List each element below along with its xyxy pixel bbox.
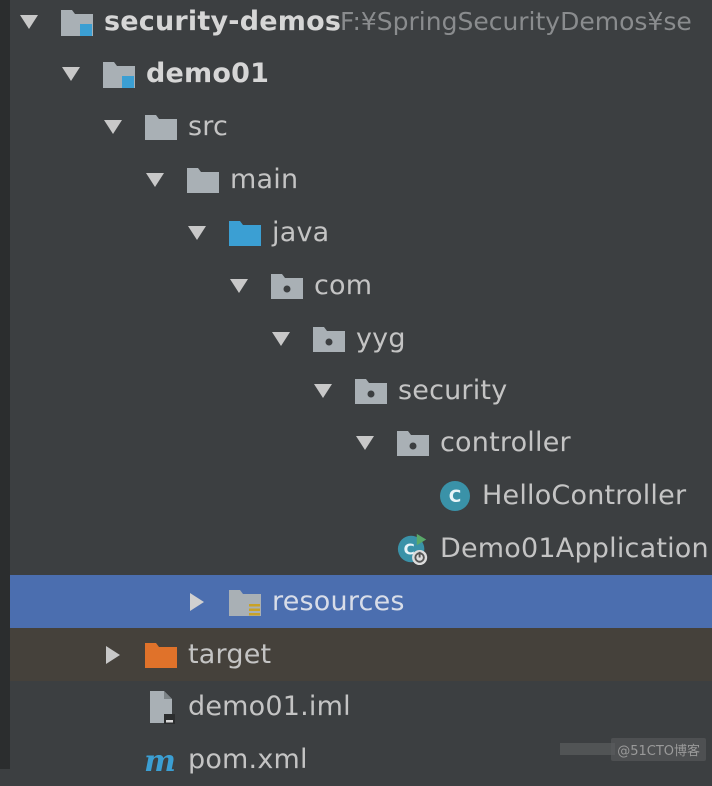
tree-row-yyg[interactable]: yyg	[0, 312, 712, 365]
watermark: @51CTO博客	[611, 738, 706, 761]
tree-label: HelloController	[482, 480, 687, 511]
expand-arrow-down-icon[interactable]	[312, 380, 334, 402]
tree-label: src	[188, 111, 229, 142]
project-path: F:¥SpringSecurityDemos¥se	[340, 7, 692, 36]
tree-row-security[interactable]: security	[0, 364, 712, 417]
expand-arrow-down-icon[interactable]	[144, 169, 166, 191]
maven-badge-letter: m	[144, 744, 176, 777]
folder-icon	[186, 163, 220, 197]
tree-label: pom.xml	[188, 744, 308, 775]
tree-label: security	[398, 375, 508, 406]
tree-row-demo01[interactable]: demo01	[0, 47, 712, 100]
maven-file-icon: m	[144, 743, 178, 777]
source-folder-icon	[228, 216, 262, 250]
tree-row-src[interactable]: src	[0, 100, 712, 153]
expand-arrow-down-icon[interactable]	[60, 63, 82, 85]
tree-label: com	[314, 270, 373, 301]
tree-row-security-demos[interactable]: security-demos F:¥SpringSecurityDemos¥se	[0, 0, 712, 48]
tree-label: Demo01Application	[440, 533, 709, 564]
expand-arrow-right-icon[interactable]	[186, 591, 208, 613]
module-folder-icon	[102, 57, 136, 91]
java-class-icon: C	[438, 479, 472, 513]
expand-arrow-down-icon[interactable]	[18, 11, 40, 33]
expand-arrow-down-icon[interactable]	[354, 432, 376, 454]
tree-row-demo01-iml[interactable]: demo01.iml	[0, 680, 712, 733]
left-edge	[0, 0, 10, 769]
tree-label: resources	[272, 586, 405, 617]
tree-row-demo01-application[interactable]: C Demo01Application	[0, 522, 712, 575]
class-badge-letter: C	[404, 540, 415, 558]
tree-label: security-demos	[104, 6, 342, 37]
package-icon	[354, 374, 388, 408]
tree-label: target	[188, 639, 272, 670]
class-badge-letter: C	[449, 487, 461, 507]
tree-row-main[interactable]: main	[0, 153, 712, 206]
expand-arrow-down-icon[interactable]	[102, 116, 124, 138]
expand-arrow-down-icon[interactable]	[270, 328, 292, 350]
package-icon	[270, 269, 304, 303]
tree-row-target[interactable]: target	[10, 628, 712, 681]
excluded-folder-icon	[144, 638, 178, 672]
tree-row-pom-xml[interactable]: m pom.xml	[0, 733, 712, 786]
tree-label: main	[230, 164, 299, 195]
spring-boot-application-icon: C	[396, 532, 430, 566]
tree-row-controller[interactable]: controller	[0, 416, 712, 469]
resources-folder-icon	[228, 585, 262, 619]
package-icon	[312, 322, 346, 356]
iml-file-icon	[144, 690, 178, 724]
tree-label: demo01.iml	[188, 691, 351, 722]
tree-label: java	[272, 217, 330, 248]
watermark-bar	[560, 743, 615, 755]
expand-arrow-down-icon[interactable]	[228, 275, 250, 297]
expand-arrow-down-icon[interactable]	[186, 222, 208, 244]
tree-row-resources[interactable]: resources	[10, 575, 712, 628]
tree-label: controller	[440, 427, 571, 458]
tree-row-hello-controller[interactable]: C HelloController	[0, 469, 712, 522]
expand-arrow-right-icon[interactable]	[102, 644, 124, 666]
tree-label: demo01	[146, 58, 270, 89]
tree-row-java[interactable]: java	[0, 206, 712, 259]
folder-icon	[144, 110, 178, 144]
tree-row-com[interactable]: com	[0, 259, 712, 312]
tree-label: yyg	[356, 323, 406, 354]
package-icon	[396, 426, 430, 460]
module-folder-icon	[60, 5, 94, 39]
